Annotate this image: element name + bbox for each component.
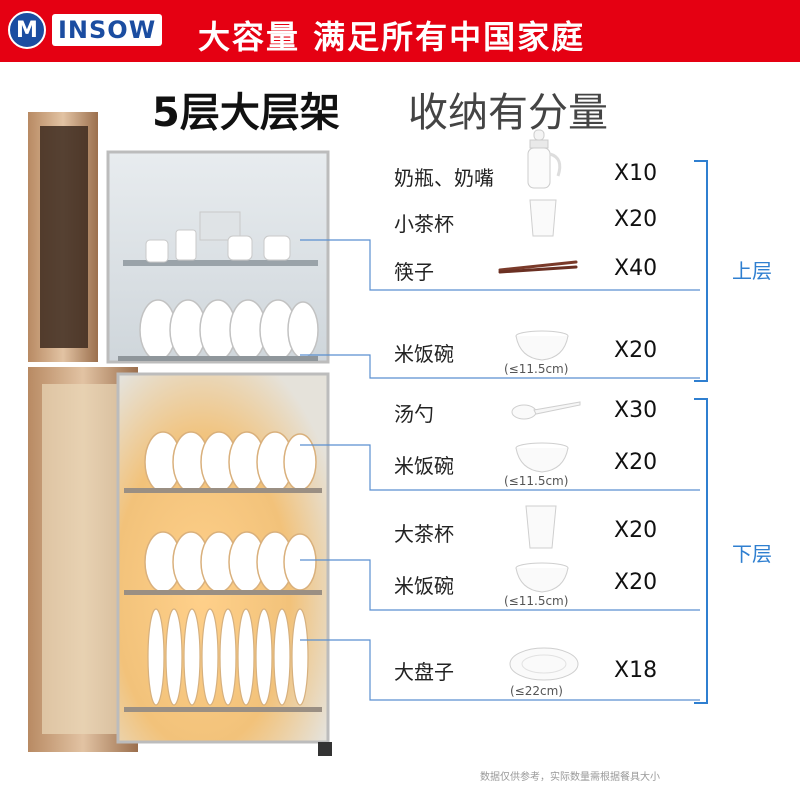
header-slogan: 大容量 满足所有中国家庭 [198,18,586,56]
page-title: 5层大层架 [152,90,340,136]
item-qty-spoon: X30 [614,398,658,423]
baby-bottle-icon [527,129,562,189]
size-note-rice-bowl-upper: (≤11.5cm) [504,362,569,376]
brand-logo[interactable]: M INSOW [8,10,163,50]
item-qty-chopsticks: X40 [614,256,658,281]
chopsticks-icon [498,260,578,274]
item-label-plate: 大盘子 [394,660,454,684]
item-label-small-cup: 小茶杯 [394,212,454,236]
footnote: 数据仅供参考，实际数量需根据餐具大小 [480,772,660,783]
item-qty-baby-bottle: X10 [614,161,658,186]
item-label-rice-bowl-lower-2: 米饭碗 [394,574,454,598]
item-label-rice-bowl-upper: 米饭碗 [394,342,454,366]
logo-icon: M [8,11,46,49]
small-cup-icon [529,199,557,237]
item-qty-plate: X18 [614,658,658,683]
item-qty-rice-bowl-lower-1: X20 [614,450,658,475]
item-qty-rice-bowl-lower-2: X20 [614,570,658,595]
item-label-baby-bottle: 奶瓶、奶嘴 [394,166,494,190]
item-label-large-cup: 大茶杯 [394,522,454,546]
header-banner: M INSOW 大容量 满足所有中国家庭 [0,0,800,62]
logo-text: INSOW [52,14,163,46]
item-label-chopsticks: 筷子 [394,260,434,284]
size-note-rice-bowl-lower-2: (≤11.5cm) [504,594,569,608]
page-subtitle: 收纳有分量 [408,90,608,136]
plate-icon [509,647,579,681]
item-qty-small-cup: X20 [614,207,658,232]
item-label-rice-bowl-lower-1: 米饭碗 [394,454,454,478]
rice-bowl-icon [515,330,569,361]
size-note-rice-bowl-lower-1: (≤11.5cm) [504,474,569,488]
lower-bracket [694,398,708,704]
upper-layer-label: 上层 [732,259,772,283]
item-label-spoon: 汤勺 [394,402,434,426]
rice-bowl-icon [515,442,569,473]
item-qty-rice-bowl-upper: X20 [614,338,658,363]
disinfection-cabinet-image [28,112,332,756]
large-cup-icon [525,505,557,549]
item-qty-large-cup: X20 [614,518,658,543]
upper-bracket [694,160,708,382]
spoon-icon [511,401,581,420]
rice-bowl-icon [515,562,569,593]
size-note-plate: (≤22cm) [510,684,563,698]
lower-layer-label: 下层 [732,542,772,566]
